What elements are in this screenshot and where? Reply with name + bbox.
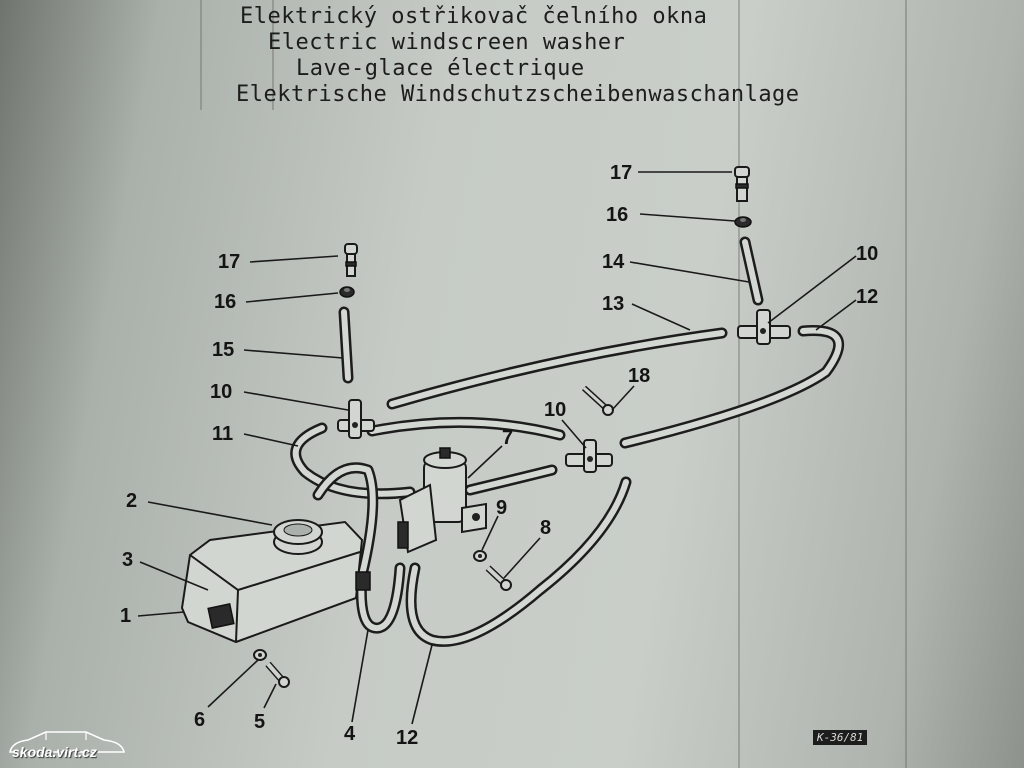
washer-9	[473, 550, 487, 562]
ring-right	[734, 216, 752, 228]
callout-17-left: 17	[218, 251, 240, 273]
screw-18	[581, 385, 614, 416]
title-czech: Elektrický ostřikovač čelního okna	[240, 4, 708, 29]
callout-10-left: 10	[210, 381, 232, 403]
callout-10-middle: 10	[544, 399, 566, 421]
title-german: Elektrische Windschutzscheibenwaschanlag…	[236, 82, 800, 107]
callout-12-upper: 12	[856, 286, 878, 308]
reservoir-cap	[273, 519, 323, 555]
callout-7: 7	[502, 427, 513, 449]
hose-13	[386, 327, 728, 410]
nozzle-right	[734, 166, 750, 202]
callout-6: 6	[194, 709, 205, 731]
reservoir-tank	[180, 520, 371, 644]
leader-lines	[137, 171, 857, 725]
callout-3: 3	[122, 549, 133, 571]
t-piece-middle	[565, 439, 613, 473]
ring-left	[339, 286, 355, 298]
washer-6	[253, 649, 267, 661]
hose-pump-outlet	[464, 464, 558, 496]
table-column-rule	[200, 0, 202, 110]
car-logo-icon	[9, 731, 125, 753]
callout-1: 1	[120, 605, 131, 627]
table-column-rule	[738, 0, 740, 768]
hose-12-lower	[405, 476, 632, 647]
table-column-rule	[272, 0, 274, 110]
callout-4: 4	[344, 723, 356, 745]
nozzle-left	[344, 243, 358, 277]
title-english: Electric windscreen washer	[268, 30, 626, 55]
screw-8	[485, 565, 512, 591]
callout-8: 8	[540, 517, 551, 539]
callout-16-right: 16	[606, 204, 628, 226]
watermark-text: skoda.virt.cz	[12, 744, 97, 760]
callout-18: 18	[628, 365, 650, 387]
hose-15	[338, 306, 354, 384]
callout-10-right: 10	[856, 243, 878, 265]
hose-14	[739, 236, 764, 306]
t-piece-right	[737, 309, 791, 345]
callout-14: 14	[602, 251, 625, 273]
hose-12-upper	[619, 325, 845, 449]
callout-13: 13	[602, 293, 624, 315]
title-french: Lave-glace électrique	[296, 56, 585, 81]
callout-17-right: 17	[610, 162, 632, 184]
callout-2: 2	[126, 490, 137, 512]
callout-5: 5	[254, 711, 265, 733]
washer-pump	[397, 447, 487, 554]
callout-9: 9	[496, 497, 507, 519]
screw-5	[265, 661, 290, 688]
table-column-rule	[905, 0, 907, 768]
callout-11: 11	[212, 423, 233, 445]
hose-link	[366, 416, 566, 441]
callout-15: 15	[212, 339, 234, 361]
callout-16-left: 16	[214, 291, 236, 313]
t-piece-left	[337, 399, 375, 439]
drawing-reference-code: K-36/81	[813, 730, 868, 745]
callout-12-lower: 12	[396, 727, 418, 749]
